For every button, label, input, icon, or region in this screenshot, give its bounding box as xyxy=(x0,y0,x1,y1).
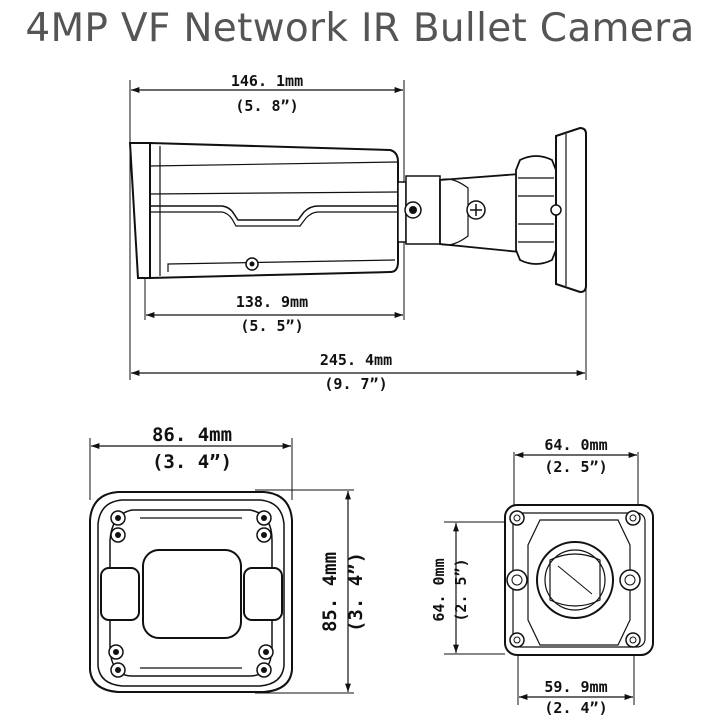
front-width-dimension: 86. 4mm (3. 4”) xyxy=(91,424,291,473)
base-height-inch: (2. 5”) xyxy=(452,558,470,621)
base-top-width-inch: (2. 5”) xyxy=(544,458,607,476)
base-top-width-mm: 64. 0mm xyxy=(544,436,607,454)
base-height-dimension: 64. 0mm (2. 5”) xyxy=(430,523,470,653)
diagram-title: 4MP VF Network IR Bullet Camera xyxy=(25,6,695,51)
front-view: 86. 4mm (3. 4”) 85. 4mm xyxy=(89,424,367,694)
front-screws xyxy=(108,510,274,678)
base-height-mm: 64. 0mm xyxy=(430,558,448,621)
base-top-width-dimension: 64. 0mm (2. 5”) xyxy=(515,436,637,476)
base-mount-holes xyxy=(506,510,641,648)
side-total-width-mm: 245. 4mm xyxy=(320,351,392,369)
front-height-dimension: 85. 4mm (3. 4”) xyxy=(319,491,367,692)
base-view: 64. 0mm (2. 5”) 64. 0mm (2. 5”) xyxy=(430,436,654,717)
side-top-width-dimension: 146. 1mm (5. 8”) xyxy=(131,72,403,115)
front-width-mm: 86. 4mm xyxy=(152,424,232,446)
side-body-width-mm: 138. 9mm xyxy=(236,293,308,311)
side-total-width-dimension: 245. 4mm (9. 7”) xyxy=(131,351,585,393)
front-height-inch: (3. 4”) xyxy=(345,552,367,632)
base-bottom-width-inch: (2. 4”) xyxy=(544,699,607,717)
base-bottom-width-mm: 59. 9mm xyxy=(544,678,607,696)
side-top-width-inch: (5. 8”) xyxy=(235,97,298,115)
side-body-width-dimension: 138. 9mm (5. 5”) xyxy=(146,293,403,335)
front-height-mm: 85. 4mm xyxy=(319,552,341,632)
side-top-width-mm: 146. 1mm xyxy=(231,72,303,90)
side-body-width-inch: (5. 5”) xyxy=(240,317,303,335)
side-total-width-inch: (9. 7”) xyxy=(324,375,387,393)
side-view: 146. 1mm (5. 8”) xyxy=(128,72,587,393)
base-bottom-width-dimension: 59. 9mm (2. 4”) xyxy=(519,678,633,717)
front-width-inch: (3. 4”) xyxy=(152,451,232,473)
